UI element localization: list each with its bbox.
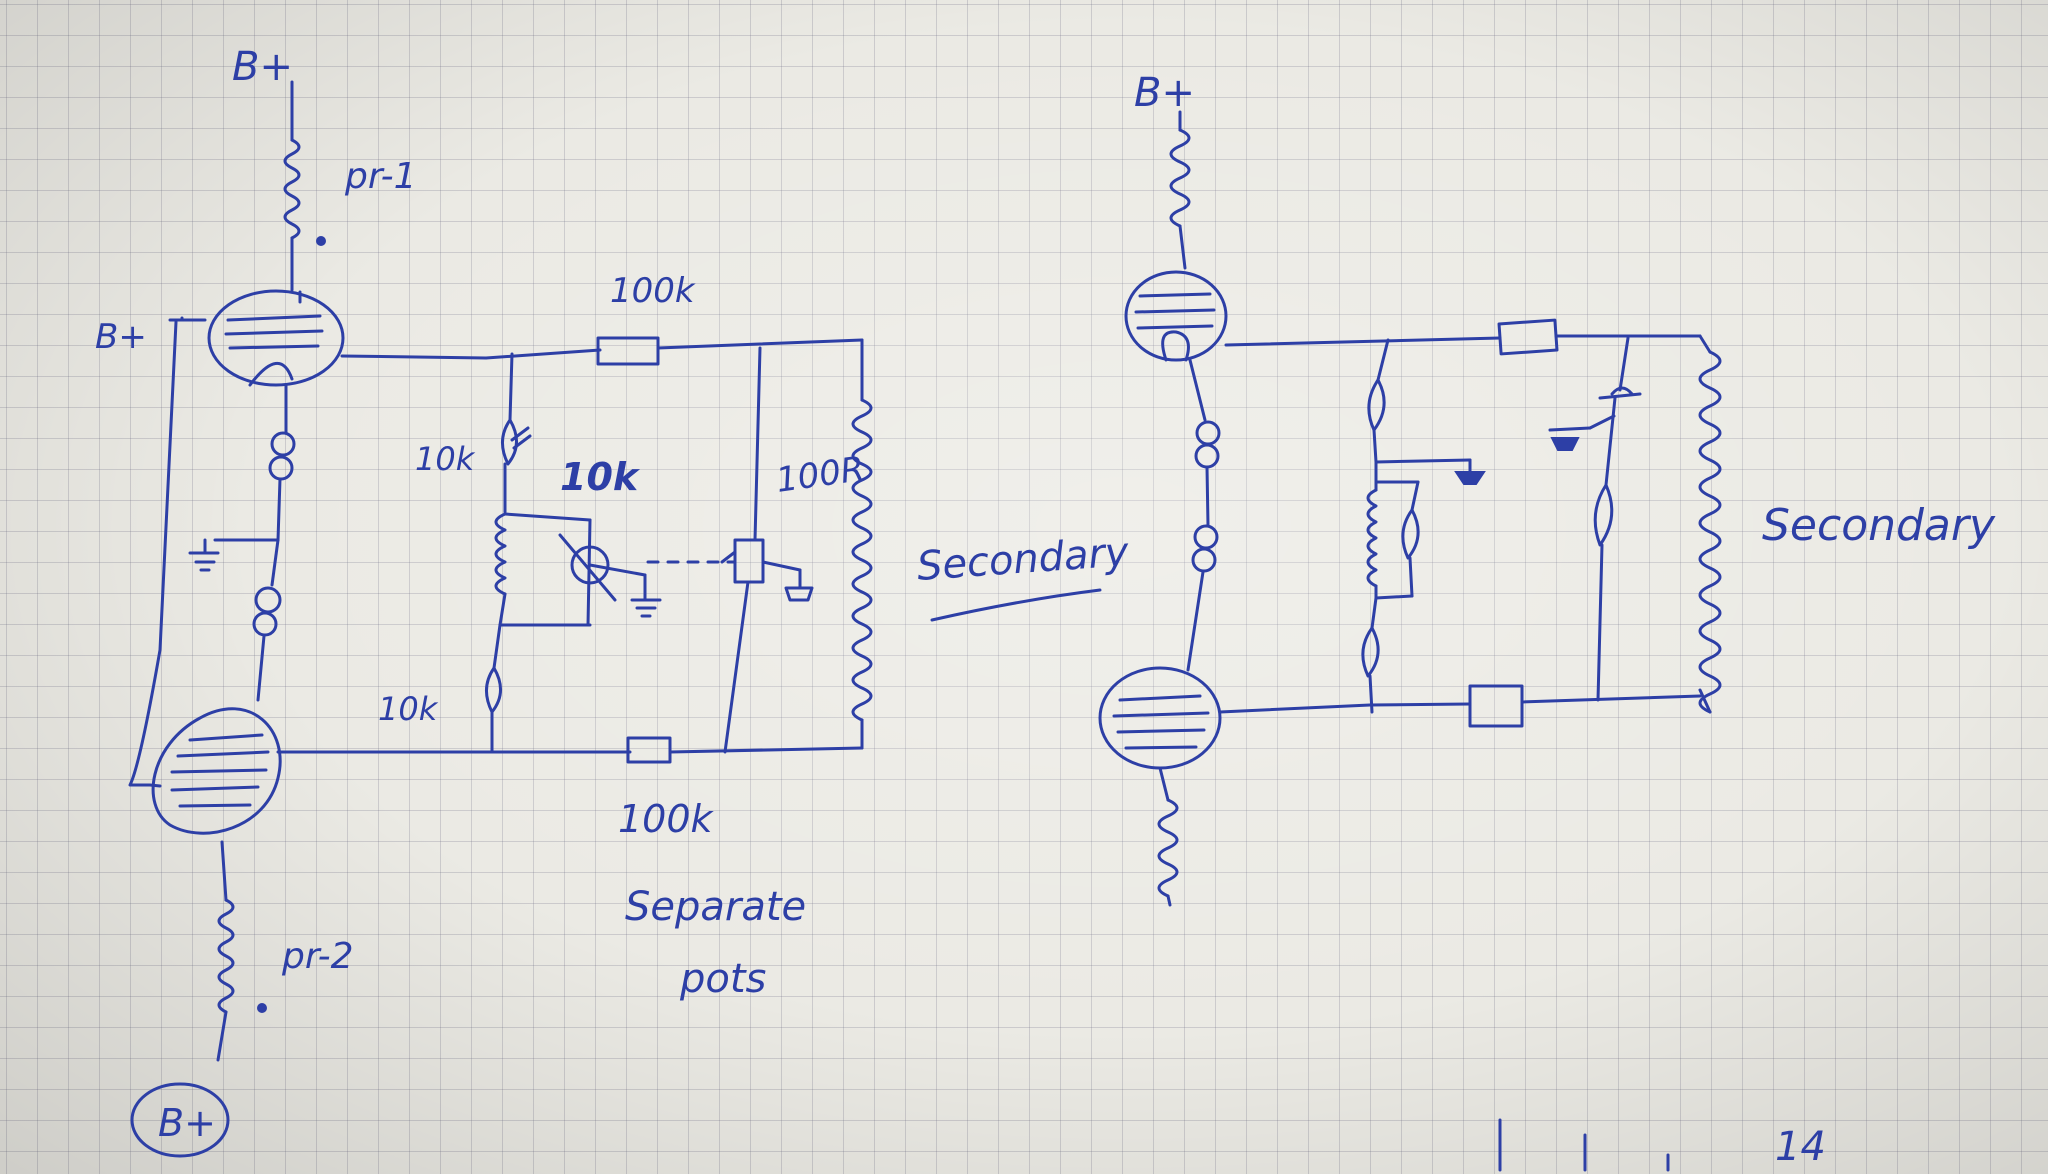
right-ground-2 bbox=[1548, 414, 1616, 451]
right-bottom-valve bbox=[1098, 666, 1222, 770]
pot-10k-box bbox=[494, 512, 647, 627]
coupling-coil-lower bbox=[252, 586, 282, 637]
right-primary-top bbox=[1169, 110, 1191, 270]
label-note-line-2: pots bbox=[679, 956, 766, 1002]
label-right-b-plus: B+ bbox=[1134, 70, 1195, 116]
coupling-coil-upper bbox=[268, 431, 296, 481]
right-resistor-b bbox=[1401, 480, 1420, 598]
right-secondary-coil bbox=[1698, 350, 1722, 714]
right-coil-lower bbox=[1191, 524, 1219, 573]
label-secondary-right: Secondary bbox=[1762, 500, 1996, 551]
primary-winding-1 bbox=[283, 80, 326, 292]
resistor-top-100k bbox=[596, 336, 660, 366]
margin-ticks bbox=[1498, 1118, 1670, 1172]
primary-winding-2 bbox=[130, 840, 267, 1158]
left-circuit bbox=[128, 80, 1102, 1158]
inductor-100r bbox=[851, 398, 873, 750]
label-b-plus-top: B+ bbox=[232, 44, 293, 90]
label-note-line-1: Separate bbox=[625, 884, 806, 930]
label-b-plus-circled: B+ bbox=[158, 1101, 216, 1145]
resistor-bottom-100k bbox=[626, 736, 672, 764]
right-resistor-top bbox=[1497, 318, 1559, 356]
ground-symbol-left-1 bbox=[188, 538, 220, 572]
label-resistor-top: 100k bbox=[610, 271, 696, 311]
label-secondary-left: Secondary bbox=[915, 529, 1131, 590]
label-pot-10k: 10k bbox=[560, 455, 641, 499]
resistor-10k-upper bbox=[501, 418, 532, 466]
dot-marker bbox=[316, 236, 326, 246]
right-pot-symbol bbox=[1598, 386, 1642, 400]
ground-symbol-left-2 bbox=[630, 598, 662, 618]
right-coil-upper bbox=[1194, 420, 1221, 469]
right-top-valve bbox=[1124, 270, 1228, 362]
top-valve bbox=[207, 289, 345, 387]
right-circuit bbox=[1098, 110, 1722, 1172]
label-b-plus-side: B+ bbox=[95, 317, 147, 357]
label-resistor-upper-left: 10k bbox=[415, 440, 476, 478]
label-primary-1: pr-1 bbox=[344, 156, 417, 197]
label-inductor-100r: 100R bbox=[774, 449, 867, 501]
right-resistor-c bbox=[1361, 626, 1380, 678]
dot-marker-2 bbox=[257, 1003, 267, 1013]
ground-symbol-left-3 bbox=[784, 568, 814, 602]
label-resistor-bottom: 100k bbox=[618, 797, 715, 841]
handwritten-labels: B+ B+ B+ pr-1 pr-2 100k 100k 10k 10k 10k… bbox=[95, 44, 1996, 1170]
right-branch-coil bbox=[1366, 488, 1414, 600]
right-resistor-bottom bbox=[1468, 684, 1524, 728]
label-primary-2: pr-2 bbox=[281, 936, 354, 977]
pot-separate bbox=[720, 538, 802, 754]
label-resistor-lower-left: 10k bbox=[378, 690, 439, 728]
right-primary-bottom bbox=[1157, 766, 1179, 907]
right-resistor-a bbox=[1367, 378, 1386, 432]
resistor-10k-lower bbox=[485, 666, 502, 714]
bottom-valve bbox=[151, 707, 282, 835]
right-resistor-d bbox=[1593, 483, 1614, 547]
b-plus-circle bbox=[130, 1082, 230, 1158]
right-ground-1 bbox=[1454, 458, 1486, 485]
label-page-corner: 14 bbox=[1775, 1124, 1826, 1170]
